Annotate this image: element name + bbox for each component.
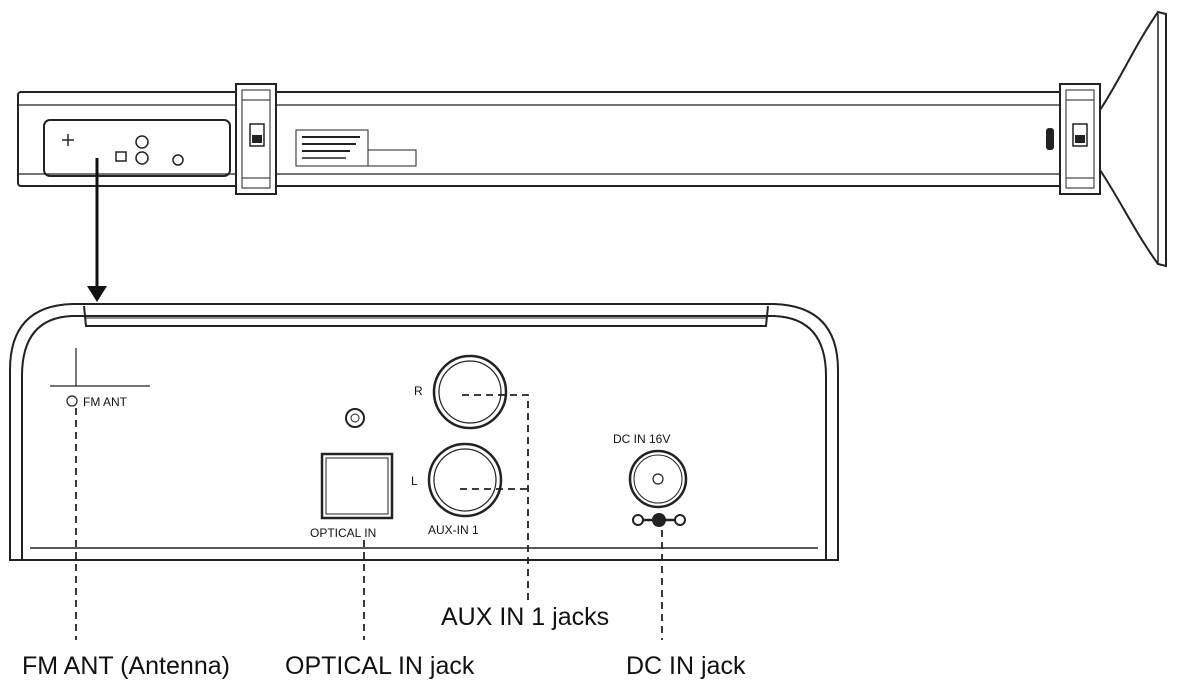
- aux-r-label: R: [414, 384, 423, 398]
- dc-in-16v-label: DC IN 16V: [613, 432, 670, 446]
- zoom-arrow: [87, 158, 107, 302]
- mic-hole: [345, 408, 365, 428]
- optical-in-port: [320, 452, 394, 520]
- soundbar-overview: [17, 10, 1167, 268]
- dc-in-port: [628, 449, 688, 509]
- aux-r-jack: [432, 354, 508, 430]
- rear-panel: [9, 303, 839, 561]
- mounting-bracket-right: [1046, 83, 1101, 195]
- aux-l-jack: [427, 442, 503, 518]
- callout-fm-ant: FM ANT (Antenna): [22, 652, 230, 680]
- rear-terminal-area: [43, 119, 231, 177]
- polarity-symbol: [632, 513, 686, 527]
- rating-label-sticker: [295, 129, 417, 167]
- fm-ant-label: FM ANT: [83, 395, 128, 409]
- soundbar-body: [17, 91, 1069, 187]
- fm-ant-terminal: [50, 348, 150, 407]
- aux-in-1-label: AUX-IN 1: [428, 523, 479, 537]
- mounting-bracket-left: [235, 83, 277, 195]
- callout-aux-in-1-jacks: AUX IN 1 jacks: [441, 603, 609, 631]
- callout-dc-in-jack: DC IN jack: [626, 652, 746, 680]
- stand-base: [1099, 10, 1167, 268]
- leader-aux-r: [462, 394, 529, 600]
- leader-lines: [75, 394, 663, 640]
- callout-optical-in-jack: OPTICAL IN jack: [285, 652, 475, 680]
- optical-in-label: OPTICAL IN: [310, 526, 376, 540]
- aux-l-label: L: [411, 474, 418, 488]
